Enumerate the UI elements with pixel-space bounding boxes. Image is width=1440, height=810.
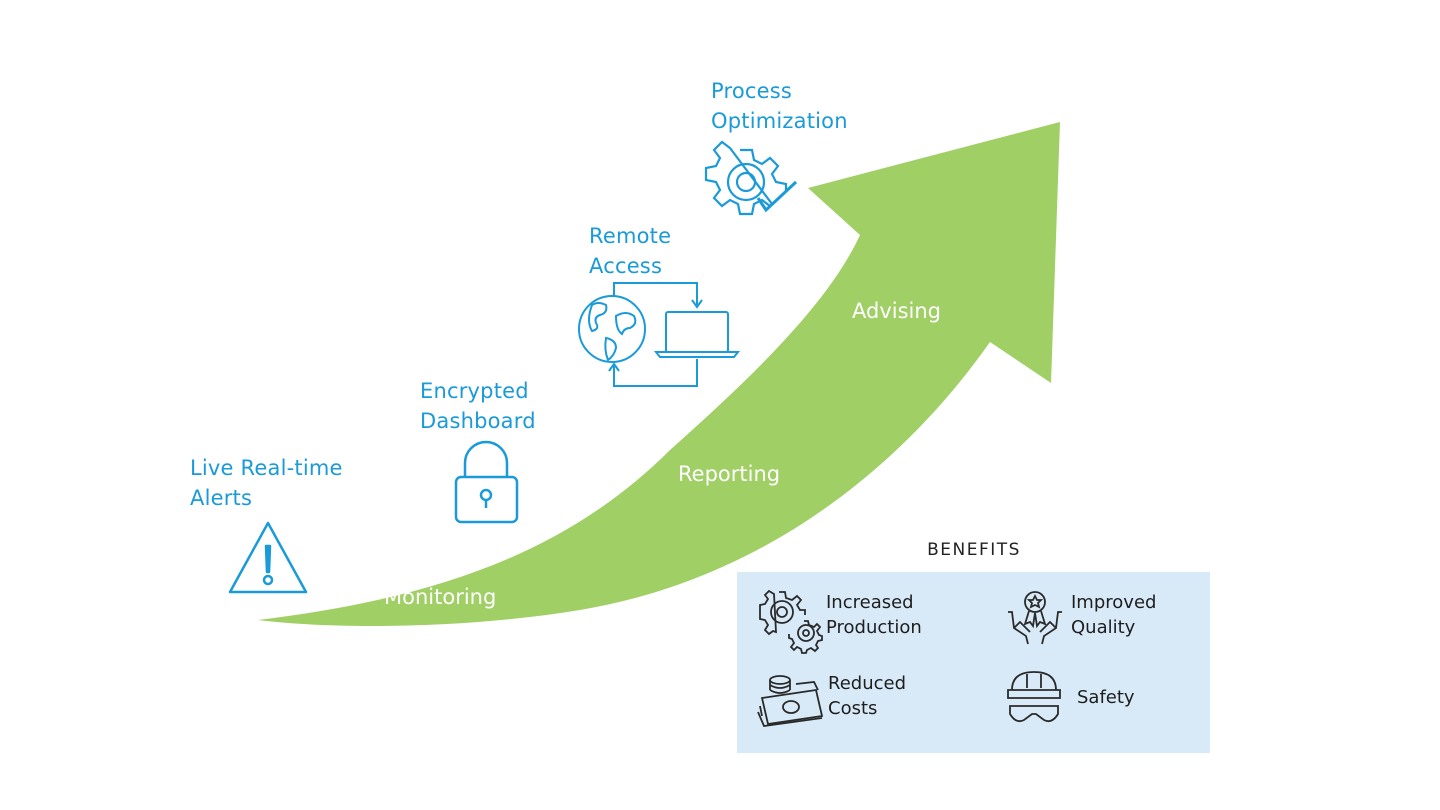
benefit-label-quality: Improved Quality <box>1071 592 1157 638</box>
gear-check-icon <box>704 140 798 216</box>
benefit-label-production: Increased Production <box>826 592 922 638</box>
benefit-label-safety: Safety <box>1077 687 1135 708</box>
stage-label-advising: Advising <box>852 299 942 323</box>
feature-label-dashboard: Encrypted Dashboard <box>420 379 536 433</box>
globe-laptop-icon <box>578 282 741 387</box>
growth-arrow-shape <box>258 122 1060 626</box>
stage-label-monitoring: Monitoring <box>384 585 497 609</box>
benefits-title: BENEFITS <box>927 540 1021 560</box>
lock-icon <box>454 440 519 524</box>
benefits-panel <box>737 572 1210 753</box>
safety-helmet-icon <box>1007 671 1061 723</box>
money-stack-icon <box>757 675 824 727</box>
gears-icon <box>759 589 823 654</box>
benefit-label-costs: Reduced Costs <box>828 673 907 719</box>
stage-label-reporting: Reporting <box>678 462 781 486</box>
feature-label-alerts: Live Real-time Alerts <box>190 456 343 510</box>
feature-label-remote: Remote Access <box>589 224 672 278</box>
quality-award-icon <box>1008 591 1062 645</box>
feature-label-process: Process Optimization <box>711 79 848 133</box>
warning-icon <box>228 521 308 594</box>
